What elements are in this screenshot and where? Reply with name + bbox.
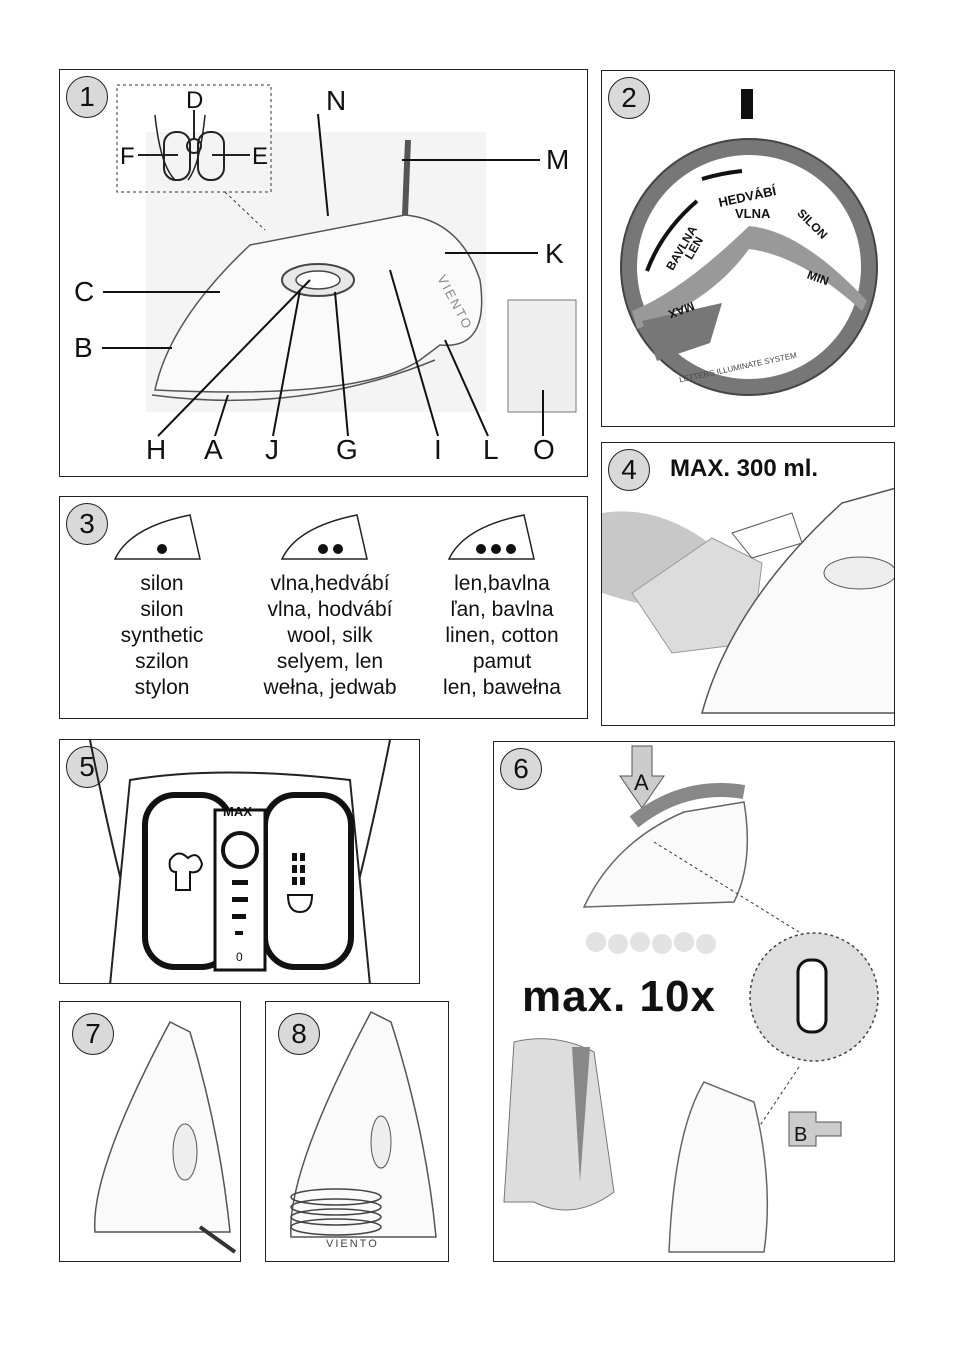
- label-n: N: [326, 85, 347, 116]
- dial-label-vlna: VLNA: [735, 206, 771, 221]
- fabric-line: linen, cotton: [445, 624, 559, 647]
- panel-number: 4: [608, 449, 650, 491]
- fabric-column-silon: silon silon synthetic szilon stylon: [100, 571, 224, 701]
- water-zero-mark: 0: [236, 950, 243, 964]
- iron-parts-drawing: [102, 84, 577, 437]
- arrow-label-a: A: [634, 770, 649, 795]
- panel-number: 2: [608, 77, 650, 119]
- label-f: F: [120, 143, 135, 170]
- panel-2-temperature-dial: 2 BAVLNA LEN HEDVÁBÍ VLNA SILON MIN MAX …: [601, 70, 895, 427]
- filling-drawing: [602, 487, 894, 714]
- label-d: D: [186, 87, 204, 114]
- fabric-line: silon: [140, 572, 184, 595]
- fabric-line: vlna,hedvábí: [270, 572, 390, 595]
- fabric-column-linen-cotton: len,bavlna ľan, bavlna linen, cotton pam…: [424, 571, 580, 701]
- panel-5-water-level: 5 MAX 0: [59, 739, 420, 984]
- fabric-line: len,bavlna: [454, 572, 550, 595]
- fabric-line: pamut: [472, 650, 532, 673]
- label-k: K: [545, 238, 564, 269]
- panel-1-iron-parts: 1 D F E N M K C B H: [59, 69, 588, 477]
- fabric-iron-icons: [113, 514, 535, 560]
- dial-drawing: [620, 89, 878, 396]
- label-c: C: [74, 276, 95, 307]
- fabric-line: wool, silk: [287, 624, 373, 647]
- label-m: M: [546, 144, 570, 175]
- panel-number: 5: [66, 746, 108, 788]
- label-o: O: [533, 434, 555, 465]
- capacity-caption: MAX. 300 ml.: [670, 455, 819, 482]
- fabric-column-wool-silk: vlna,hedvábí vlna, hodvábí wool, silk se…: [246, 571, 414, 701]
- fabric-line: vlna, hodvábí: [267, 598, 393, 621]
- panel-3-fabric-settings: 3 silon silon synthetic szilon stylon vl…: [59, 496, 588, 719]
- label-j: J: [265, 434, 279, 465]
- arrow-label-b: B: [794, 1124, 808, 1146]
- steam-shot-drawing: [503, 745, 879, 1253]
- water-max-mark: MAX: [223, 804, 252, 819]
- panel-4-filling-water: 4 MAX. 300 ml.: [601, 442, 895, 726]
- panel-7-upright-storage: 7: [59, 1001, 241, 1262]
- panel-number: 6: [500, 748, 542, 790]
- fabric-line: ľan, bavlna: [450, 598, 554, 621]
- steam-shot-caption: max. 10x: [522, 972, 716, 1021]
- label-l: L: [483, 434, 499, 465]
- label-b: B: [74, 332, 93, 363]
- cord-storage-drawing: [289, 1011, 437, 1238]
- fabric-line: szilon: [135, 650, 189, 673]
- fabric-line: silon: [140, 598, 184, 621]
- label-i: I: [434, 434, 442, 465]
- fabric-line: synthetic: [120, 624, 204, 647]
- water-level-drawing: [89, 740, 391, 983]
- label-h: H: [146, 434, 167, 465]
- upright-iron-drawing: [93, 1021, 237, 1254]
- label-e: E: [252, 143, 269, 170]
- fabric-line: len, bawełna: [443, 676, 561, 699]
- fabric-line: stylon: [134, 676, 190, 699]
- label-g: G: [336, 434, 358, 465]
- label-a: A: [204, 434, 223, 465]
- panel-6-steam-shot: 6 A B max. 10x: [493, 741, 895, 1262]
- panel-number: 7: [72, 1013, 114, 1055]
- fabric-line: wełna, jedwab: [263, 676, 397, 699]
- panel-number: 8: [278, 1013, 320, 1055]
- fabric-line: selyem, len: [276, 650, 384, 673]
- panel-number: 3: [66, 503, 108, 545]
- base-brand-text: VIENTO: [326, 1238, 379, 1250]
- panel-8-cord-storage: 8 VIENTO: [265, 1001, 449, 1262]
- panel-number: 1: [66, 76, 108, 118]
